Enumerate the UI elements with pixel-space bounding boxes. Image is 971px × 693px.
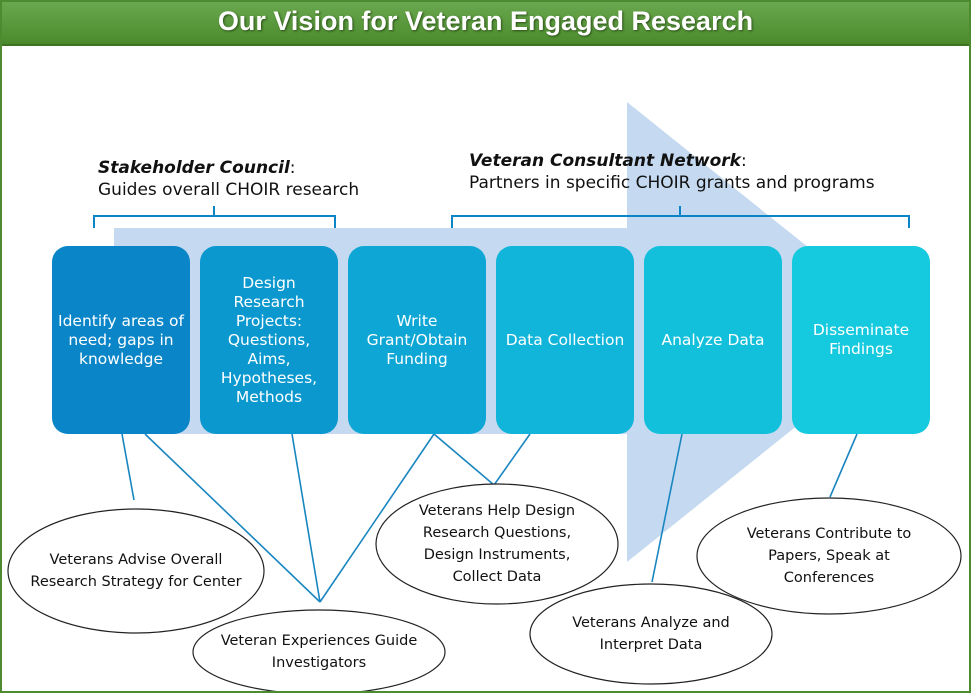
step-label: Design Research Projects: Questions, Aim… bbox=[220, 273, 318, 406]
step-identify-needs: Identify areas of need; gaps in knowledg… bbox=[52, 246, 190, 434]
step-analyze-data: Analyze Data bbox=[644, 246, 782, 434]
oval-shape-analyze bbox=[529, 583, 773, 685]
oval-label: Veterans Contribute to Papers, Speak at … bbox=[746, 526, 912, 586]
oval-label: Veteran Experiences Guide Investigators bbox=[220, 633, 418, 671]
step-label: Analyze Data bbox=[661, 330, 765, 349]
oval-label: Veterans Analyze and Interpret Data bbox=[572, 615, 730, 653]
page-title: Our Vision for Veteran Engaged Research bbox=[217, 6, 754, 36]
oval-help-design: Veterans Help Design Research Questions,… bbox=[388, 485, 606, 603]
step-design-projects: Design Research Projects: Questions, Aim… bbox=[200, 246, 338, 434]
oval-shape-help-design bbox=[375, 483, 619, 605]
oval-label: Veterans Advise Overall Research Strateg… bbox=[30, 552, 242, 590]
step-data-collection: Data Collection bbox=[496, 246, 634, 434]
veteran-bracket bbox=[451, 206, 910, 228]
title-bar: Our Vision for Veteran Engaged Research bbox=[2, 2, 969, 46]
step-label: Data Collection bbox=[505, 330, 625, 349]
connector-lines bbox=[121, 433, 858, 603]
oval-advise-strategy: Veterans Advise Overall Research Strateg… bbox=[12, 513, 260, 629]
oval-experiences-guide: Veteran Experiences Guide Investigators bbox=[198, 611, 440, 691]
oval-shape-experiences bbox=[192, 609, 446, 691]
step-write-grant: Write Grant/Obtain Funding bbox=[348, 246, 486, 434]
veteran-network-label: Veteran Consultant Network: Partners in … bbox=[469, 151, 875, 193]
oval-shape-advise bbox=[7, 508, 265, 634]
stakeholder-council-heading: Stakeholder Council bbox=[98, 158, 290, 178]
stakeholder-bracket bbox=[93, 206, 336, 228]
veteran-network-description: Partners in specific CHOIR grants and pr… bbox=[469, 173, 875, 193]
oval-label: Veterans Help Design Research Questions,… bbox=[418, 503, 576, 585]
step-label: Disseminate Findings bbox=[812, 321, 910, 358]
step-label: Identify areas of need; gaps in knowledg… bbox=[58, 311, 184, 368]
veteran-network-heading: Veteran Consultant Network bbox=[469, 151, 741, 171]
oval-contribute-papers: Veterans Contribute to Papers, Speak at … bbox=[714, 499, 944, 613]
step-disseminate-findings: Disseminate Findings bbox=[792, 246, 930, 434]
stakeholder-council-description: Guides overall CHOIR research bbox=[98, 180, 360, 200]
oval-shape-contribute bbox=[696, 497, 962, 615]
oval-analyze-interpret: Veterans Analyze and Interpret Data bbox=[538, 585, 764, 683]
step-label: Write Grant/Obtain Funding bbox=[366, 311, 468, 368]
stakeholder-council-label: Stakeholder Council: Guides overall CHOI… bbox=[98, 158, 360, 200]
